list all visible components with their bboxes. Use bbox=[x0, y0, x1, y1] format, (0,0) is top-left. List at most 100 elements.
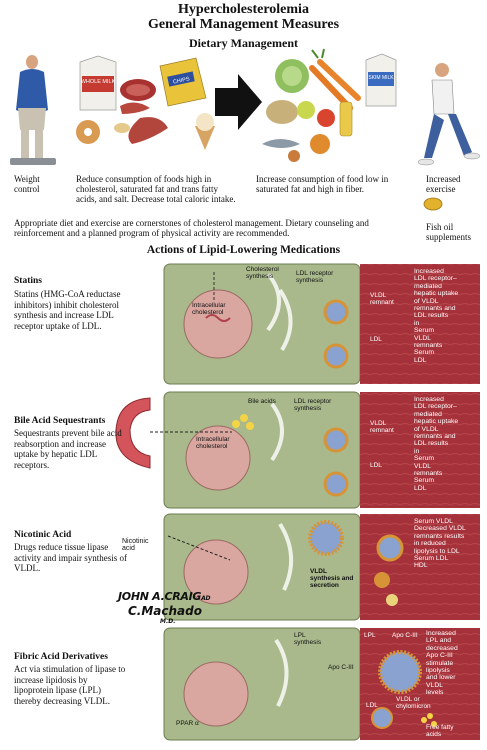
outcome-line: in bbox=[414, 319, 420, 327]
weight-control-caption: Weight control bbox=[14, 174, 40, 194]
outcome-line: lipolysis bbox=[426, 667, 450, 675]
outcome-line: Increased bbox=[414, 268, 444, 275]
bile-intracellular-label: Intracellular cholesterol bbox=[196, 436, 230, 451]
outcome-line: Serum bbox=[414, 327, 435, 335]
outcome-line: Increased bbox=[426, 630, 456, 637]
statins-intracellular-label: Intracellular cholesterol bbox=[192, 302, 226, 317]
outcome-line: and lower bbox=[426, 674, 456, 682]
outcome-line: levels bbox=[426, 689, 444, 697]
signature-craig: JOHN A.CRAIGAD bbox=[118, 590, 211, 603]
weight-man-figure bbox=[10, 55, 56, 165]
statins-vldl-remnant-label: VLDL remnant bbox=[370, 292, 394, 307]
fish-oil-capsule-icon bbox=[423, 197, 443, 211]
page-title: Hypercholesterolemia bbox=[178, 2, 309, 17]
outcome-line: of VLDL bbox=[414, 425, 439, 433]
increase-consumption-caption: Increase consumption of food low in satu… bbox=[256, 174, 389, 194]
outcome-line: decreased bbox=[426, 644, 458, 652]
vldl-chylomicron-label: VLDL or chylomicron bbox=[396, 696, 431, 711]
fibric-acid-title: Fibric Acid Derivatives bbox=[14, 652, 108, 662]
nicotinic-acid-title: Nicotinic Acid bbox=[14, 530, 72, 540]
transition-arrow bbox=[215, 74, 262, 130]
outcome-line: LDL results bbox=[414, 312, 449, 320]
outcome-line: Serum bbox=[414, 349, 435, 357]
statins-ldl-label: LDL bbox=[370, 336, 382, 343]
outcome-line: VLDL bbox=[426, 681, 444, 689]
whole-milk-carton: WHOLE MILK bbox=[79, 55, 117, 111]
fish-oil-caption: Fish oil supplements bbox=[426, 222, 471, 242]
outcome-line: HDL bbox=[414, 562, 428, 570]
vldl-synthesis-label: VLDL synthesis and secretion bbox=[310, 568, 354, 590]
outcome-line: hepatic uptake bbox=[414, 290, 459, 298]
statins-diagram bbox=[163, 263, 480, 385]
outcome-line: of VLDL bbox=[414, 297, 439, 305]
statins-chol-synth-label: Cholesterol synthesis bbox=[246, 266, 279, 281]
lpl-label: LPL bbox=[364, 632, 376, 639]
signature-machado: C.Machado bbox=[128, 604, 202, 618]
exercise-man-figure bbox=[417, 63, 481, 166]
outcome-line: LDL receptor– bbox=[414, 275, 457, 283]
outcome-line: LDL receptor– bbox=[414, 403, 457, 411]
outcome-line: Apo C-III bbox=[426, 652, 453, 660]
outcome-line: remnants bbox=[414, 342, 443, 350]
outcome-line: LDL results bbox=[414, 440, 449, 448]
nicotinic-acid-diagram bbox=[163, 513, 480, 621]
chips-text: CHIPS bbox=[173, 76, 191, 85]
statins-ldl-rec-label: LDL receptor synthesis bbox=[296, 270, 334, 285]
page-subtitle: General Management Measures bbox=[147, 17, 340, 32]
cheese bbox=[114, 123, 130, 133]
statins-title: Statins bbox=[14, 276, 42, 286]
outcome-line: Decreased VLDL bbox=[414, 525, 466, 533]
bile-acid-title: Bile Acid Sequestrants bbox=[14, 416, 106, 426]
fibric-acid-diagram bbox=[163, 627, 480, 741]
ice-cream-cone bbox=[195, 126, 215, 150]
bile-acid-diagram bbox=[115, 391, 480, 509]
reduce-consumption-caption: Reduce consumption of foods high in chol… bbox=[76, 174, 236, 204]
fibric-acid-description: Act via stimulation of lipase to increas… bbox=[14, 664, 126, 706]
outcome-line: Increased bbox=[414, 396, 444, 403]
skim-milk-text: SKIM MILK bbox=[368, 75, 394, 81]
outcome-line: in reduced bbox=[414, 540, 446, 548]
fibric-ldl-label: LDL bbox=[366, 702, 378, 709]
nicotinic-acid-description: Drugs reduce tissue lipase activity and … bbox=[14, 542, 127, 573]
outcome-line: Serum VLDL bbox=[414, 518, 453, 525]
ppar-alpha-label: PPAR α bbox=[176, 720, 199, 727]
dietary-illustration: WHOLE MILK CHIPS SKIM MILK bbox=[10, 48, 481, 166]
chips-bag: CHIPS bbox=[159, 57, 207, 107]
section-title-dietary: Dietary Management bbox=[189, 36, 298, 50]
lpl-synthesis-label: LPL synthesis bbox=[294, 632, 322, 647]
apo-c3-label-2: Apo C-III bbox=[328, 664, 354, 671]
outcome-line: LDL bbox=[414, 484, 427, 492]
bile-ldl-rec-label: LDL receptor synthesis bbox=[294, 398, 332, 413]
outcome-line: hepatic uptake bbox=[414, 418, 459, 426]
bile-ldl-label: LDL bbox=[370, 462, 382, 469]
bacon bbox=[120, 102, 150, 114]
nicotinic-acid-label: Nicotinic acid bbox=[122, 538, 149, 553]
outcome-line: Serum bbox=[414, 455, 435, 463]
outcome-line: lipolysis to LDL bbox=[414, 547, 460, 555]
statins-description: Statins (HMG-CoA reductase inhibitors) i… bbox=[14, 289, 121, 331]
sausage bbox=[128, 117, 168, 144]
bile-vldl-remnant-label: VLDL remnant bbox=[370, 420, 394, 435]
bile-acids-label: Bile acids bbox=[248, 398, 276, 405]
dietary-note: Appropriate diet and exercise are corner… bbox=[14, 218, 369, 238]
healthy-foods: SKIM MILK bbox=[262, 48, 397, 162]
outcome-line: Serum LDL bbox=[414, 555, 449, 563]
outcome-line: stimulate bbox=[426, 659, 454, 667]
outcome-line: mediated bbox=[414, 282, 442, 290]
outcome-line: LPL and bbox=[426, 637, 452, 645]
whole-milk-text: WHOLE MILK bbox=[81, 79, 116, 85]
signature-md: M.D. bbox=[160, 618, 176, 625]
bile-acid-description: Sequestrants prevent bile acid reabsorpt… bbox=[14, 428, 122, 470]
outcome-line: Serum bbox=[414, 477, 435, 485]
outcome-line: LDL bbox=[414, 356, 427, 364]
exercise-caption: Increased exercise bbox=[426, 174, 461, 194]
outcome-line: VLDL bbox=[414, 462, 432, 470]
section-title-medications: Actions of Lipid-Lowering Medications bbox=[146, 244, 341, 256]
free-fatty-acids-label: Free fatty acids bbox=[426, 724, 454, 739]
outcome-line: remnants results bbox=[414, 532, 465, 540]
